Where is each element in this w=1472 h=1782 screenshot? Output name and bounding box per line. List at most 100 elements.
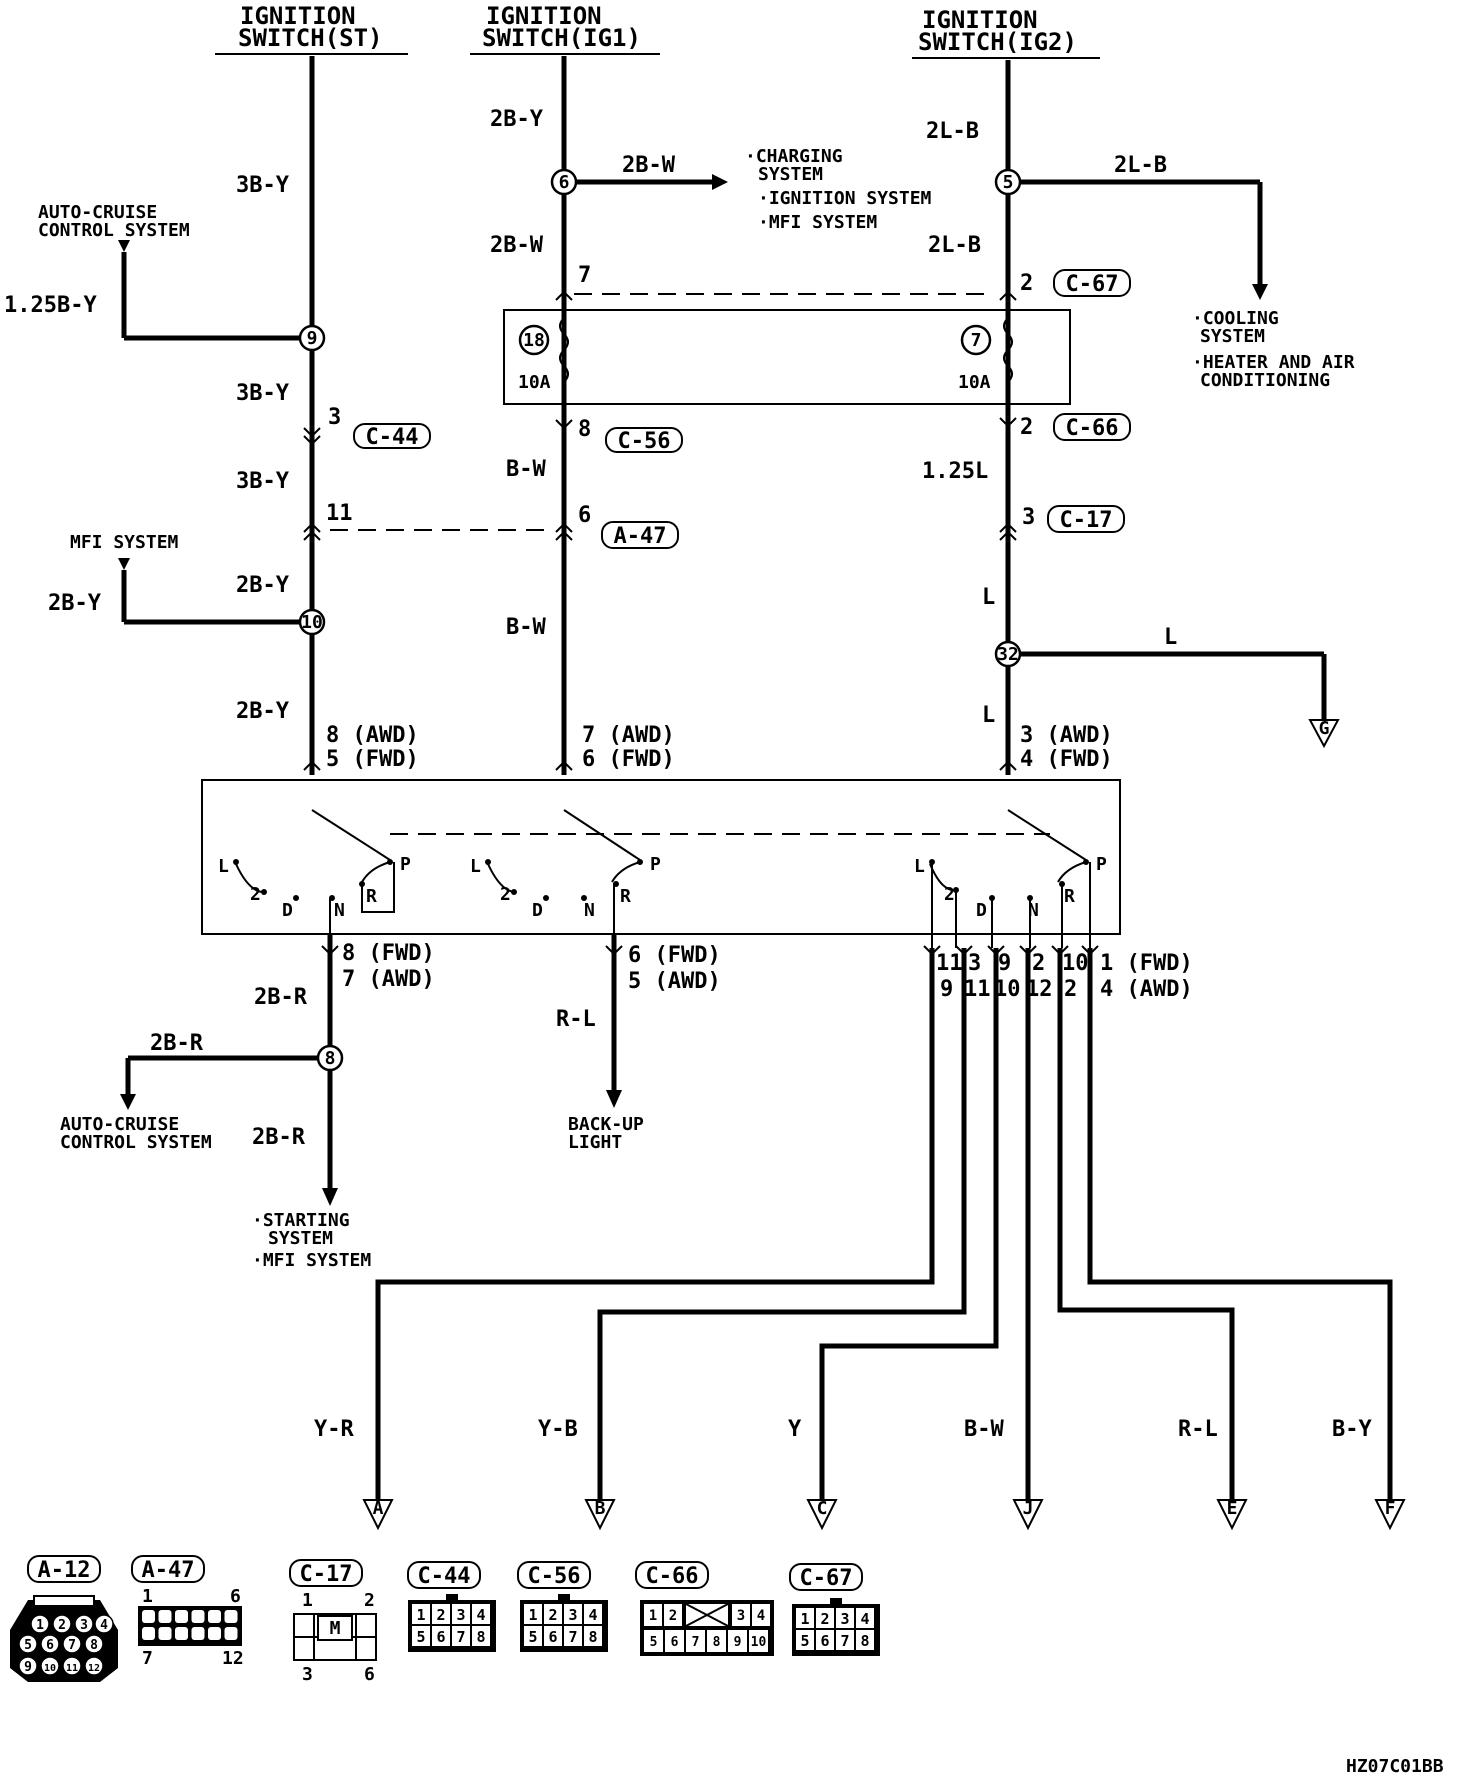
wire-ig2-c: 1.25L <box>922 459 988 484</box>
dest-auto-cruise-top-2: CONTROL SYSTEM <box>38 220 190 241</box>
sw-st-p: P <box>400 854 411 875</box>
connector-pin: 6 <box>820 1632 829 1650</box>
wire-mfi-in: 2B-Y <box>48 591 102 616</box>
wire-out-st-b: 2B-R <box>252 1125 306 1150</box>
legend-a47-title: A-47 <box>142 1558 195 1583</box>
connector-pin: 12 <box>88 1663 100 1674</box>
connector-pin: 1 <box>649 1608 657 1624</box>
ground-j: J <box>1023 1498 1034 1519</box>
c17-pin-2: 2 <box>364 1590 375 1611</box>
a47-pin-12: 12 <box>222 1648 244 1669</box>
pin-bot-r2-4: 2 <box>1064 977 1077 1002</box>
ground-e: E <box>1227 1498 1238 1519</box>
wire-st-e: 2B-Y <box>236 699 290 724</box>
sw-ig1-p: P <box>650 854 661 875</box>
wire-ig2-d: L <box>982 585 995 610</box>
connector-pin: 5 <box>650 1635 658 1650</box>
connector-pin: 6 <box>671 1635 679 1650</box>
source-ig2-line1: IGNITION <box>922 6 1038 34</box>
source-st: IGNITION SWITCH(ST) <box>215 2 408 55</box>
dest-auto-cruise-bottom-2: CONTROL SYSTEM <box>60 1132 212 1153</box>
c17-pin-3: 3 <box>302 1664 313 1685</box>
connector-pin: 6 <box>436 1628 445 1646</box>
splice-node-8-label: 8 <box>325 1048 336 1069</box>
connector-pin: 1 <box>528 1606 537 1624</box>
dest-ig2-4: CONDITIONING <box>1200 370 1330 391</box>
pin-sw-ig2-in-1: 3 (AWD) <box>1020 723 1113 748</box>
pin-c17: 3 <box>1022 505 1035 530</box>
splice-node-6-label: 6 <box>559 172 570 193</box>
wire-ig2-out: 2L-B <box>1114 153 1167 178</box>
legend-c67-title: C-67 <box>800 1566 853 1591</box>
a47-pin-1: 1 <box>142 1586 153 1607</box>
connector-pin: 6 <box>548 1628 557 1646</box>
wire-st-b: 3B-Y <box>236 381 290 406</box>
dest-ig2-1: ·COOLING <box>1192 308 1279 329</box>
connector-pin: 5 <box>800 1632 809 1650</box>
pin-sw-bu-out-2: 5 (AWD) <box>628 969 721 994</box>
dest-starting-3: ·MFI SYSTEM <box>252 1250 371 1271</box>
wire-st-d: 2B-Y <box>236 573 290 598</box>
ground-a: A <box>373 1498 384 1519</box>
sw-st-l: L <box>218 856 229 877</box>
splice-node-10-label: 10 <box>301 612 323 633</box>
wire-out-bu: R-L <box>556 1007 596 1032</box>
sw-ig2-r: R <box>1064 886 1075 907</box>
sw-ig2-2: 2 <box>944 884 955 905</box>
splice-node-9 <box>298 324 326 352</box>
legend-c66-title: C-66 <box>646 1564 699 1589</box>
bottom-grounds: A B C J E F <box>362 1498 1406 1531</box>
wire-st-a: 3B-Y <box>236 173 290 198</box>
wire-out-ac: 2B-R <box>150 1031 204 1056</box>
connector-pin: 7 <box>692 1635 700 1650</box>
connector-pin: 3 <box>737 1608 745 1624</box>
sw-ig2-n: N <box>1028 900 1039 921</box>
pin-sw-bu-out-1: 6 (FWD) <box>628 943 721 968</box>
wire-ig1-a: 2B-Y <box>490 107 544 132</box>
conn-ref-c67: C-67 <box>1066 272 1119 297</box>
wire-st-c: 3B-Y <box>236 469 290 494</box>
pin-bot-r1-4: 10 <box>1062 951 1089 976</box>
dest-starting-2: SYSTEM <box>268 1228 333 1249</box>
wire-ig2-a: 2L-B <box>926 119 979 144</box>
sw-ig1-2: 2 <box>500 884 511 905</box>
wire-ig1-b: 2B-W <box>490 233 544 258</box>
dest-ig1-3: ·IGNITION SYSTEM <box>758 188 932 209</box>
fuse-18-amp: 10A <box>518 372 551 393</box>
pin-sw-bot-out-2: 4 (AWD) <box>1100 977 1193 1002</box>
connector-pin: 7 <box>456 1628 465 1646</box>
pin-sw-st-in-1: 8 (AWD) <box>326 723 419 748</box>
connector-pin: 2 <box>669 1608 677 1624</box>
dest-ig1-1: ·CHARGING <box>745 146 843 167</box>
pin-sw-bot-out-1: 1 (FWD) <box>1100 951 1193 976</box>
connector-pin: 7 <box>840 1632 849 1650</box>
connector-pin: 1 <box>800 1610 809 1628</box>
ground-f: F <box>1385 1498 1396 1519</box>
conn-ref-c66: C-66 <box>1066 416 1119 441</box>
sw-ig1-n: N <box>584 900 595 921</box>
splice-node-9-label: 9 <box>307 328 318 349</box>
connector-pin: 4 <box>588 1606 597 1624</box>
connector-pin: 2 <box>820 1610 829 1628</box>
dest-mfi: MFI SYSTEM <box>70 532 179 553</box>
connector-pin: 4 <box>757 1608 765 1624</box>
sw-st-d: D <box>282 900 293 921</box>
wire-bottom-2: Y <box>788 1417 802 1442</box>
pin-sw-ig1-in-1: 7 (AWD) <box>582 723 675 748</box>
c17-pin-1: 1 <box>302 1590 313 1611</box>
connector-pin: 8 <box>90 1638 98 1653</box>
dest-backup-1: BACK-UP <box>568 1114 644 1135</box>
connector-pin: 5 <box>528 1628 537 1646</box>
connector-pin: 2 <box>548 1606 557 1624</box>
a47-pin-7: 7 <box>142 1648 153 1669</box>
a47-pin-6: 6 <box>230 1586 241 1607</box>
connector-pin: 3 <box>568 1606 577 1624</box>
ground-b: B <box>595 1498 606 1519</box>
pin-sw-st-out-1: 8 (FWD) <box>342 941 435 966</box>
ground-c: C <box>817 1498 828 1519</box>
wire-bottom-4: R-L <box>1178 1417 1218 1442</box>
connector-pin: 9 <box>24 1660 32 1675</box>
sw-st-r: R <box>366 886 377 907</box>
